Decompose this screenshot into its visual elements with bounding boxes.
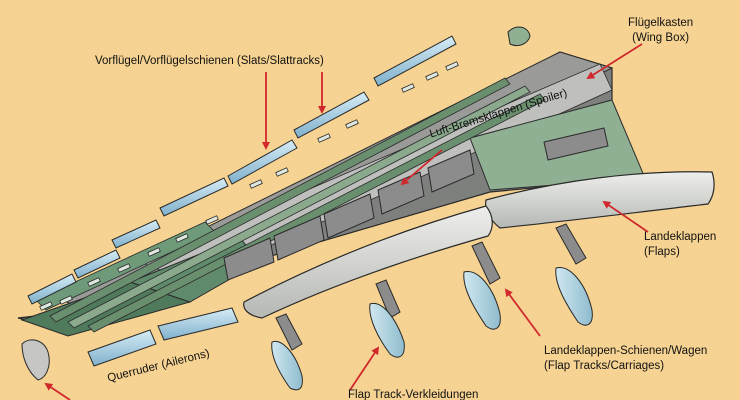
label-slats-text: Vorflügel/Vorflügelschienen (Slats/Slatt… [95,55,324,67]
spoiler-panel [223,237,275,281]
slat [227,139,298,185]
spoilers [223,127,609,281]
flap-track [555,223,587,265]
slat [73,249,121,279]
label-flaptracks-en: (Flap Tracks/Carriages) [544,360,665,372]
flaps [243,171,715,319]
label-wingbox: Flügelkasten (Wing Box) [628,16,693,46]
fairing [555,267,593,326]
slat-tracks [39,61,459,311]
pointer-arrows [44,43,649,400]
wingtip-fairing [21,339,50,381]
fairing [369,303,405,358]
flap-track [375,279,401,319]
arrow-wingbox [586,43,643,80]
slat [159,177,229,217]
aileron [157,307,239,341]
fairing [271,340,303,391]
spoiler-panel [323,193,375,239]
slat [293,91,370,139]
slat [111,219,161,249]
flap-track [275,313,303,351]
arrow-flaps [602,200,649,233]
arrow-wingtip [44,382,71,400]
arrow-fairings [349,346,380,391]
label-flaps-en: (Flaps) [644,246,680,258]
label-flaps: Landeklappen (Flaps) [644,230,716,260]
label-slats: Vorflügel/Vorflügelschienen (Slats/Slatt… [95,54,324,69]
outer-flap [243,205,493,319]
label-fairings: Flap Track-Verkleidungen [348,388,478,400]
label-flaps-de: Landeklappen [644,231,717,243]
label-flaptracks: Landeklappen-Schienen/Wagen (Flap Tracks… [544,344,707,374]
wing-root-piece [507,26,531,47]
ailerons [87,307,239,367]
flap-track [471,241,501,285]
label-flaptracks-de: Landeklappen-Schienen/Wagen [544,345,708,357]
slat-track-rails [49,77,546,333]
spoiler-panel [543,127,609,161]
aileron [87,329,157,367]
slat [27,273,77,305]
spoiler-panel [273,215,325,261]
inner-flap [485,171,715,229]
slats [27,35,457,305]
flap-track-fairings [271,267,593,391]
label-wingbox-de: Flügelkasten [628,17,694,29]
slat [373,35,457,87]
arrow-spoiler [400,149,443,186]
label-wingbox-en: (Wing Box) [632,32,690,44]
flap-tracks [275,223,587,351]
spoiler-panel [427,149,475,193]
fairing [463,271,501,330]
arrow-flaptracks [504,288,541,337]
wingtip-parts [21,26,531,381]
label-fairings-text: Flap Track-Verkleidungen [348,389,479,400]
